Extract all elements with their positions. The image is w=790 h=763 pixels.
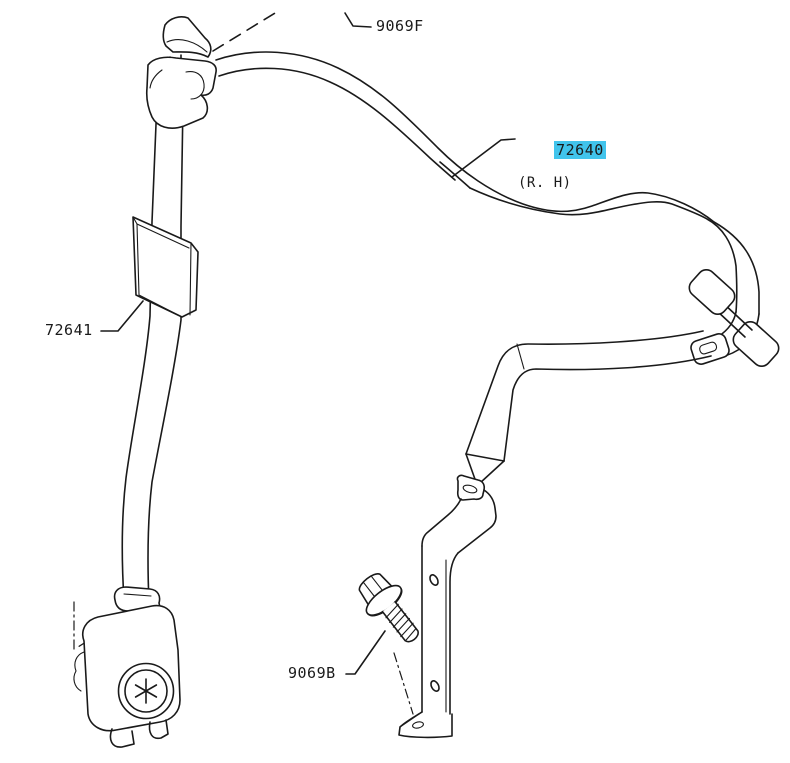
retractor xyxy=(73,586,181,748)
part-label-9069B[interactable]: 9069B xyxy=(288,664,336,682)
floor-anchor-bracket xyxy=(398,474,497,739)
part-label-72641[interactable]: 72641 xyxy=(45,321,93,339)
tongue-clip xyxy=(132,216,199,318)
shoulder-belt-webbing xyxy=(215,51,760,358)
belt-guide-rh xyxy=(688,269,780,367)
part-label-72640[interactable]: 72640 (R. H) xyxy=(516,125,606,224)
part-label-9069F[interactable]: 9069F xyxy=(376,17,424,35)
vertical-belt-webbing xyxy=(121,99,184,645)
lap-belt-webbing xyxy=(465,330,712,484)
part-label-72640-highlight[interactable]: 72640 xyxy=(554,140,606,159)
leader-lines xyxy=(100,12,516,675)
shoulder-anchor xyxy=(145,16,217,129)
anchor-bolt xyxy=(358,573,419,643)
part-label-72640-note: (R. H) xyxy=(518,174,572,191)
star-icon xyxy=(134,678,158,704)
